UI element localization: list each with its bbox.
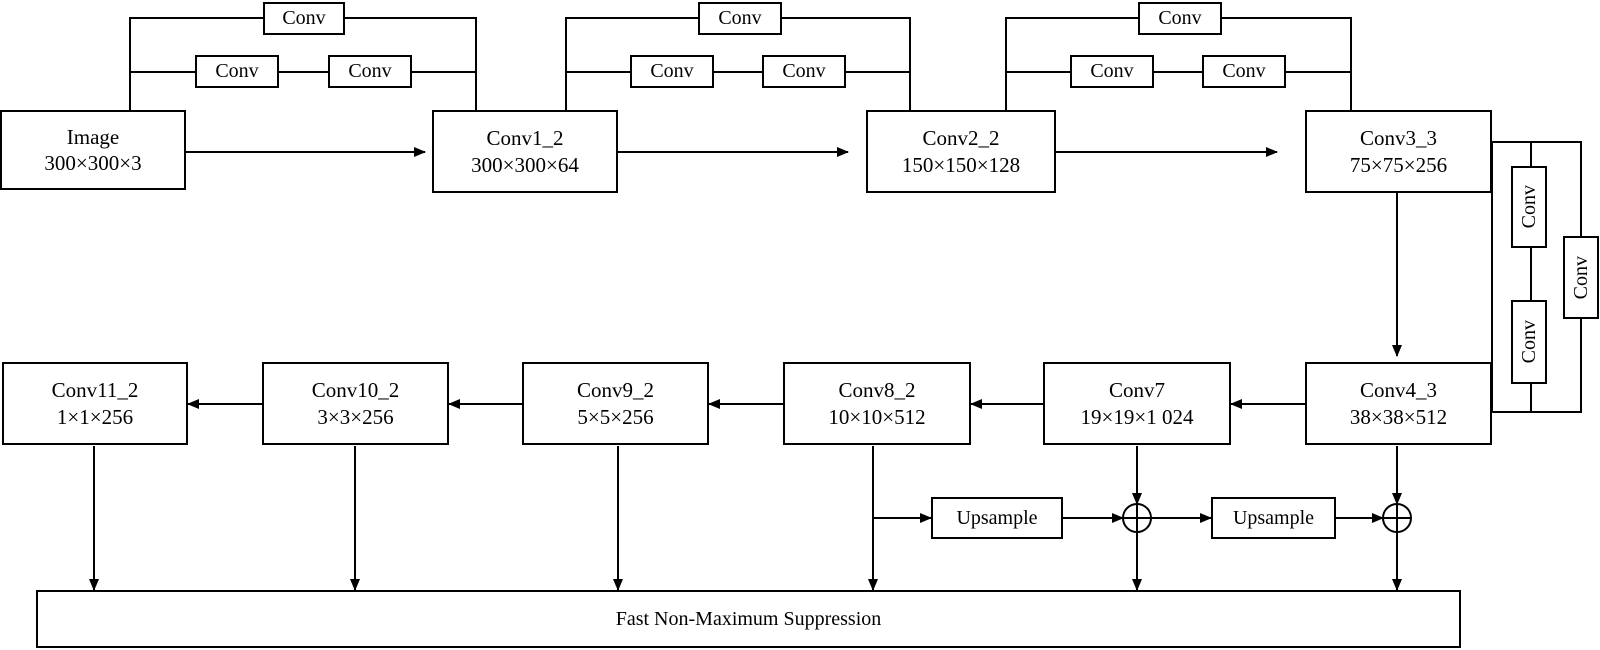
conv-label: Conv [1158,7,1202,29]
conv-box-skip-1: Conv [263,2,345,35]
node-conv11-2-name: Conv11_2 [51,378,139,403]
node-conv1-2-dims: 300×300×64 [471,152,579,177]
nms-label: Fast Non-Maximum Suppression [615,607,882,630]
node-conv2-2: Conv2_2 150×150×128 [866,110,1056,193]
conv-box-skip-2: Conv [698,2,782,35]
node-conv2-2-name: Conv2_2 [922,126,1000,151]
node-conv4-3-name: Conv4_3 [1359,378,1437,403]
node-conv11-2-dims: 1×1×256 [56,404,134,429]
node-conv4-3: Conv4_3 38×38×512 [1305,362,1492,445]
conv-box-branch-3b: Conv [1202,55,1286,88]
sum-node-2 [1382,503,1412,533]
upsample-box-2: Upsample [1211,497,1336,539]
conv-label: Conv [718,7,762,29]
node-image-dims: 300×300×3 [44,151,142,175]
upsample-box-1: Upsample [931,497,1063,539]
conv-box-vertical-3: Conv [1563,236,1599,319]
conv-label: Conv [1090,60,1134,82]
node-conv3-3-dims: 75×75×256 [1349,152,1448,177]
node-conv2-2-dims: 150×150×128 [901,152,1021,177]
node-conv9-2-dims: 5×5×256 [577,404,654,429]
node-conv8-2-dims: 10×10×512 [828,404,926,429]
conv-box-branch-1a: Conv [195,55,279,88]
conv-label: Conv [282,7,326,29]
conv-box-vertical-2: Conv [1511,300,1547,384]
conv-label: Conv [348,60,392,82]
sum-node-1 [1122,503,1152,533]
node-conv8-2: Conv8_2 10×10×512 [783,362,971,445]
conv-box-branch-1b: Conv [328,55,412,88]
node-image: Image 300×300×3 [0,110,186,190]
node-conv7-name: Conv7 [1108,378,1165,403]
conv-box-vertical-1: Conv [1511,166,1547,248]
nms-box: Fast Non-Maximum Suppression [36,590,1461,648]
node-conv10-2: Conv10_2 3×3×256 [262,362,449,445]
node-conv9-2-name: Conv9_2 [576,378,654,403]
node-conv11-2: Conv11_2 1×1×256 [2,362,188,445]
conv-label: Conv [1569,255,1592,300]
conv-box-branch-2b: Conv [762,55,846,88]
conv-box-skip-3: Conv [1138,2,1222,35]
node-conv7-dims: 19×19×1 024 [1080,404,1194,429]
conv-label: Conv [782,60,826,82]
upsample-label: Upsample [1232,506,1315,529]
node-image-name: Image [66,124,120,149]
conv-box-branch-2a: Conv [630,55,714,88]
node-conv1-2: Conv1_2 300×300×64 [432,110,618,193]
node-conv4-3-dims: 38×38×512 [1349,404,1448,429]
conv-label: Conv [1517,185,1540,229]
conv-box-branch-3a: Conv [1070,55,1154,88]
node-conv10-2-dims: 3×3×256 [317,404,394,429]
node-conv3-3-name: Conv3_3 [1359,126,1437,151]
node-conv1-2-name: Conv1_2 [486,126,564,151]
node-conv10-2-name: Conv10_2 [311,378,400,403]
node-conv9-2: Conv9_2 5×5×256 [522,362,709,445]
node-conv8-2-name: Conv8_2 [838,378,916,403]
conv-label: Conv [650,60,694,82]
conv-label: Conv [1222,60,1266,82]
upsample-label: Upsample [956,506,1038,529]
conv-label: Conv [1517,320,1540,364]
conv-label: Conv [215,60,259,82]
node-conv7: Conv7 19×19×1 024 [1043,362,1231,445]
node-conv3-3: Conv3_3 75×75×256 [1305,110,1492,193]
